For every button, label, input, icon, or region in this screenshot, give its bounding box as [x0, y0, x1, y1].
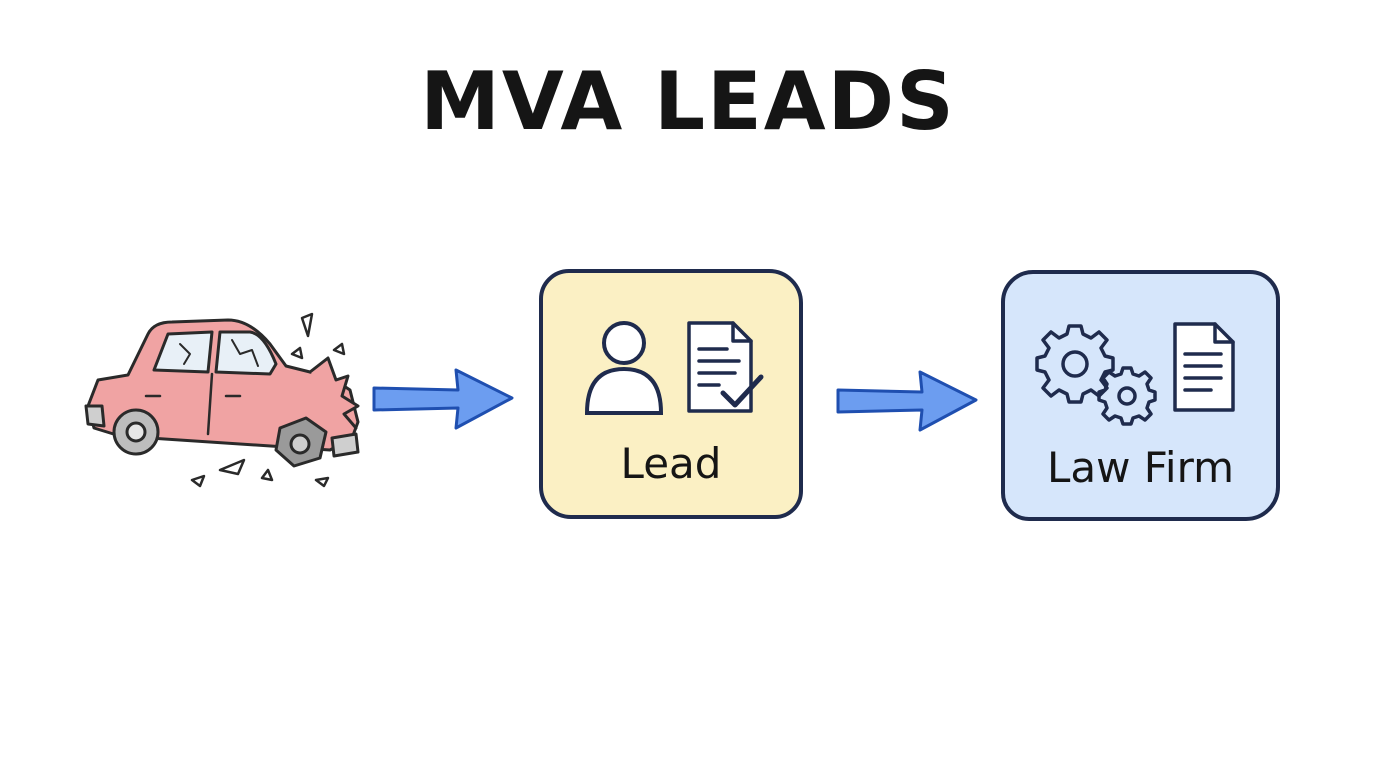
step-label-law-firm: Law Firm — [1046, 443, 1235, 492]
lead-box: Lead — [539, 269, 803, 519]
arrow-right-icon — [836, 370, 978, 432]
arrow-right-icon — [372, 368, 514, 430]
step-label-lead: Lead — [620, 439, 722, 488]
law-firm-box: Law Firm — [1001, 270, 1280, 521]
page-title: MVA LEADS — [420, 55, 956, 148]
gears-icon — [1035, 324, 1157, 426]
document-icon — [1173, 322, 1235, 412]
crashed-car-icon — [84, 312, 360, 488]
person-icon — [584, 321, 664, 415]
checked-document-icon — [687, 321, 764, 413]
